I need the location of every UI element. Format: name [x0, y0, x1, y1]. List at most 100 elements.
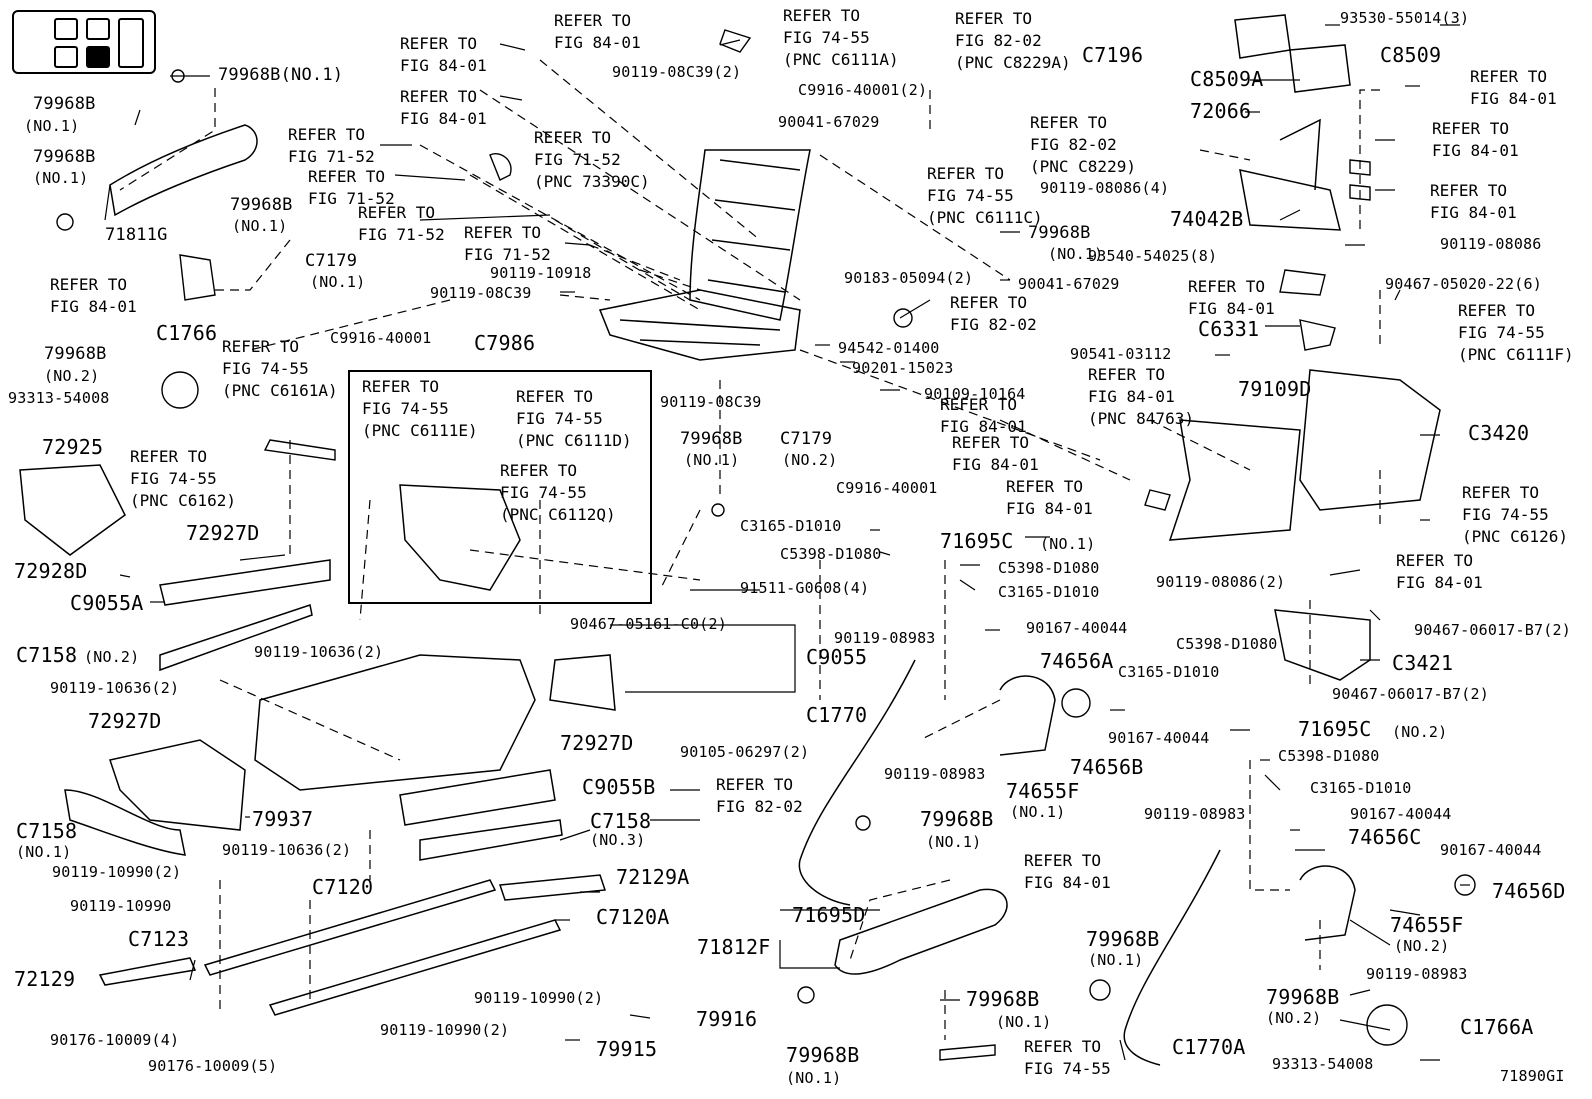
part-90119-08983-label: 90119-08983	[1144, 805, 1246, 823]
part-74656b-label: 74656B	[1070, 755, 1144, 779]
cover-c3421-sketch	[1274, 609, 1371, 681]
refer-fig-74-55: REFER TO FIG 74-55	[1024, 1037, 1111, 1078]
part-90119-08086-label: 90119-08086(4)	[1040, 179, 1170, 197]
refer-fig-74-55-c6126: REFER TO FIG 74-55 (PNC C6126)	[1462, 483, 1568, 546]
part-90167-40044-label: 90167-40044	[1108, 729, 1210, 747]
refer-fig-71-52: REFER TO FIG 71-52	[358, 203, 445, 244]
part-93313-label: 93313-54008	[8, 389, 110, 407]
part-79968b-label: 79968B	[1028, 223, 1091, 243]
part-79968b-label: 79968B	[1266, 985, 1340, 1009]
refer-fig-71-52: REFER TO FIG 71-52	[464, 223, 551, 264]
part-c3165-d1010-label: C3165-D1010	[1310, 779, 1412, 797]
part-c3421-label: C3421	[1392, 651, 1454, 675]
part-79915-label: 79915	[596, 1037, 658, 1061]
part-c7986-label: C7986	[474, 331, 536, 355]
seat-position-icon	[12, 10, 156, 74]
part-no2-label: (NO.2)	[782, 451, 838, 469]
part-c9055a-label: C9055A	[70, 591, 144, 615]
refer-fig-71-52-73390c: REFER TO FIG 71-52 (PNC 73390C)	[534, 128, 650, 191]
part-c8509a-label: C8509A	[1190, 67, 1264, 91]
part-71812f-label: 71812F	[697, 935, 771, 959]
part-c7120a-label: C7120A	[596, 905, 670, 929]
part-c5398-d1080-label: C5398-D1080	[1278, 747, 1380, 765]
part-no1-label: (NO.1)	[996, 1013, 1052, 1031]
part-no1-label: (NO.1)	[926, 833, 982, 851]
part-71811g-label: 71811G	[105, 225, 168, 245]
frame-79109d-sketch	[1168, 419, 1301, 541]
part-no1-label: (NO.1)	[232, 217, 288, 235]
part-c1770a-label: C1770A	[1172, 1035, 1246, 1059]
handle-74655f-sketch	[999, 675, 1356, 941]
part-91511-label: 91511-G0608(4)	[740, 579, 870, 597]
part-90176-label: 90176-10009(4)	[50, 1031, 180, 1049]
part-90467-06017-label: 90467-06017-B7(2)	[1414, 621, 1571, 639]
part-no1-label: (NO.1)	[1088, 951, 1144, 969]
part-c1770-label: C1770	[806, 703, 868, 727]
part-71695d-label: 71695D	[792, 903, 866, 927]
part-c9055b-label: C9055B	[582, 775, 656, 799]
part-no2-label: (NO.2)	[84, 648, 140, 666]
part-no1-label: (NO.1)	[684, 451, 740, 469]
part-c1766a-label: C1766A	[1460, 1015, 1534, 1039]
part-74656d-label: 74656D	[1492, 879, 1566, 903]
cushion-c7986-sketch	[399, 484, 521, 591]
armrest-71812f-sketch	[834, 888, 1008, 975]
part-72066-label: 72066	[1190, 99, 1252, 123]
seatback-c3420-sketch	[1299, 369, 1441, 511]
part-90119-08c39-label: 90119-08C39	[660, 393, 762, 411]
refer-fig-84-01: REFER TO FIG 84-01	[1396, 551, 1483, 592]
refer-fig-74-55-c6112q: REFER TO FIG 74-55 (PNC C6112Q)	[500, 461, 616, 524]
part-no1-label: (NO.1)	[1010, 803, 1066, 821]
part-79968b-label: 79968B	[920, 807, 994, 831]
dashed-leader-lines	[119, 59, 1381, 1040]
refer-fig-82-02: REFER TO FIG 82-02	[950, 293, 1037, 334]
part-90119-10636-label: 90119-10636(2)	[254, 643, 384, 661]
part-93540-label: 93540-54025(8)	[1088, 247, 1218, 265]
part-71695c-label: 71695C	[1298, 717, 1372, 741]
part-74042b-label: 74042B	[1170, 207, 1244, 231]
part-c1766-label: C1766	[156, 321, 218, 345]
refer-fig-74-55-c6111f: REFER TO FIG 74-55 (PNC C6111F)	[1458, 301, 1574, 364]
part-74656c-label: 74656C	[1348, 825, 1422, 849]
part-90119-10918-label: 90119-10918	[490, 264, 592, 282]
part-93313-label: 93313-54008	[1272, 1055, 1374, 1073]
rail-c9055b-sketch	[399, 769, 556, 826]
part-90119-10990-label: 90119-10990(2)	[474, 989, 604, 1007]
part-79937-label: 79937	[252, 807, 314, 831]
part-71695c-label: 71695C	[940, 529, 1014, 553]
part-c3165-d1010-label: C3165-D1010	[998, 583, 1100, 601]
part-72927d-label: 72927D	[88, 709, 162, 733]
part-c5398-d1080-label: C5398-D1080	[780, 545, 882, 563]
part-90167-40044-label: 90167-40044	[1350, 805, 1452, 823]
part-c5398-d1080-label: C5398-D1080	[998, 559, 1100, 577]
refer-fig-74-55-c6111a: REFER TO FIG 74-55 (PNC C6111A)	[783, 6, 899, 69]
part-c7179-label: C7179	[780, 429, 833, 449]
part-79968b-label: 79968B	[680, 429, 743, 449]
part-no2-label: (NO.2)	[1394, 937, 1450, 955]
refer-fig-84-01: REFER TO FIG 84-01	[952, 433, 1039, 474]
part-c3165-d1010-label: C3165-D1010	[740, 517, 842, 535]
part-c7158-label: C7158	[16, 643, 78, 667]
refer-fig-84-01: REFER TO FIG 84-01	[1430, 181, 1517, 222]
figure-id-label: 71890GI	[1500, 1067, 1565, 1085]
part-90119-10990-label: 90119-10990(2)	[52, 863, 182, 881]
refer-fig-84-01: REFER TO FIG 84-01	[400, 34, 487, 75]
rail-c9055a-sketch	[159, 559, 331, 606]
part-90041-67029-label: 90041-67029	[778, 113, 880, 131]
refer-fig-74-55-c6162: REFER TO FIG 74-55 (PNC C6162)	[130, 447, 236, 510]
part-79968b-label: 79968B	[44, 344, 107, 364]
refer-fig-84-01: REFER TO FIG 84-01	[1432, 119, 1519, 160]
part-90167-40044-label: 90167-40044	[1440, 841, 1542, 859]
part-c7123-label: C7123	[128, 927, 190, 951]
rails-c7120-sketch	[98, 874, 607, 1016]
part-no2-label: (NO.2)	[1392, 723, 1448, 741]
part-72925-label: 72925	[42, 435, 104, 459]
part-c7120-label: C7120	[312, 875, 374, 899]
part-no1-label: (NO.1)	[16, 843, 72, 861]
part-72928d-label: 72928D	[14, 559, 88, 583]
part-no2-label: (NO.2)	[1266, 1009, 1322, 1027]
refer-fig-74-55-c6111e: REFER TO FIG 74-55 (PNC C6111E)	[362, 377, 478, 440]
part-90119-08983-label: 90119-08983	[884, 765, 986, 783]
part-90119-10636-label: 90119-10636(2)	[50, 679, 180, 697]
part-74656a-label: 74656A	[1040, 649, 1114, 673]
